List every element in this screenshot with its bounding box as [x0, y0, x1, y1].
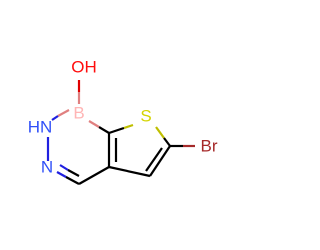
bond-c7a-s-2 — [123, 123, 134, 130]
atom-br: Br — [201, 137, 218, 156]
bond-c7a-s — [108, 126, 125, 135]
bond-n-c4 — [56, 171, 67, 178]
bond-n-c4-2 — [65, 176, 80, 185]
molecule-structure: OH B HN N S Br — [28, 58, 218, 185]
bond-c6-c5-inner — [145, 147, 163, 172]
atom-n: N — [41, 158, 53, 177]
bond-s-c6 — [155, 126, 165, 139]
bond-b-nh-2 — [51, 115, 59, 121]
atom-hn: HN — [28, 118, 53, 137]
bond-c4-c4a — [78, 166, 110, 185]
bonds — [46, 80, 195, 185]
atom-b: B — [73, 104, 84, 123]
atom-oh: OH — [71, 58, 97, 77]
bond-c7a-b — [98, 126, 110, 134]
bond-n-c4-inner — [59, 164, 69, 171]
bond-c6-c5 — [149, 145, 171, 177]
atom-s: S — [140, 107, 151, 126]
bond-c5-c4a — [108, 165, 151, 178]
bond-b-nh — [57, 109, 70, 117]
bond-c7a-b-2 — [88, 120, 100, 128]
bond-n-c4-inner-2 — [67, 169, 80, 177]
atom-labels: OH B HN N S Br — [28, 58, 218, 177]
bond-s-c6-2 — [163, 137, 171, 147]
